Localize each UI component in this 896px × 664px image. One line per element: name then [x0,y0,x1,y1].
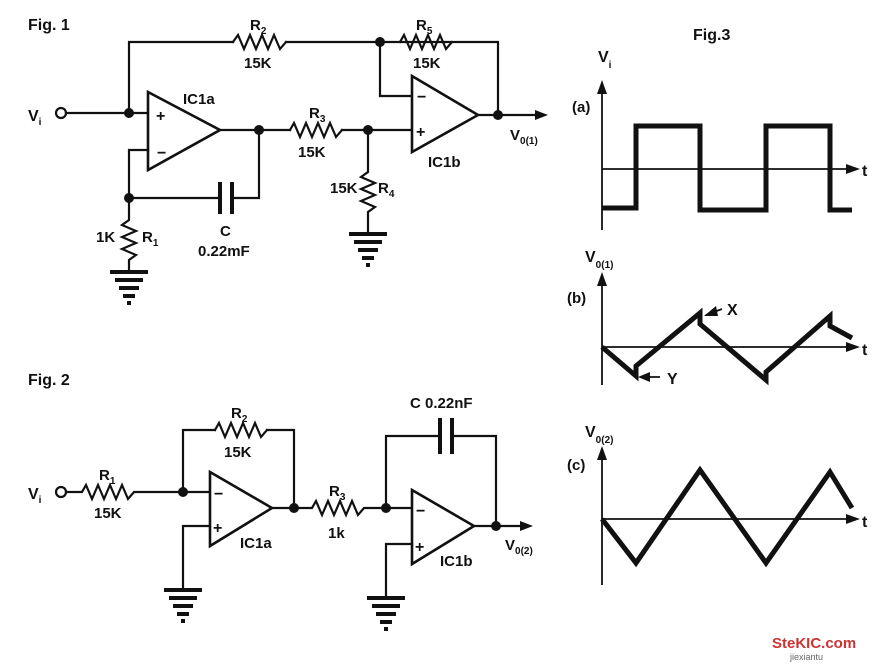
fig2-r2-value: 15K [224,444,252,461]
fig2-ic1a-plus: + [213,520,222,537]
fig1-r3-value: 15K [298,144,326,161]
fig1-r5-node-wire [378,40,414,98]
fig1-r1-value: 1K [96,229,115,246]
fig1-r5-value: 15K [413,55,441,72]
fig3c-label: (c) [567,457,585,474]
fig2-vout-label: V0(2) [505,537,533,557]
fig2-ground-1 [164,588,202,623]
fig3b-x-arrowhead [704,306,718,316]
fig1-input-terminal [54,106,68,120]
fig3c-triangle-wave [600,465,855,568]
fig3b-label: (b) [567,290,586,307]
fig2-c-label: C 0.22nF [410,395,473,412]
fig1-r1-label: R1 [142,229,159,249]
fig1-ic1a-minus: − [157,145,166,162]
fig1-r2-wire-right [284,40,500,117]
fig2-ground-2 [367,596,405,631]
fig3a-label: (a) [572,99,590,116]
fig1-ground-2 [349,232,387,267]
fig1-r3-resistor [288,120,344,140]
fig1-r2-resistor [231,32,288,52]
fig1-junctions [124,37,503,203]
fig2-r3-label: R3 [329,483,346,503]
fig2-ic1b-plus: + [415,539,424,556]
fig2-ic1b-gnd-wire [384,542,414,598]
fig2-r1-label: R1 [99,467,116,487]
fig3b-x-arrow [846,342,860,352]
fig2-ic1a-minus: − [214,486,223,503]
fig3b-y-mark: Y [667,371,678,388]
fig1-vout-label: V0(1) [510,127,538,147]
fig1-r1-resistor [119,196,139,274]
fig1-r5-label: R5 [416,17,433,37]
fig1-ic1b-minus: − [417,89,426,106]
fig2-r2-wire-left [181,428,217,494]
fig2-junctions [178,487,501,531]
fig1-r4-value: 15K [330,180,358,197]
fig1-ic1a-plus: + [156,108,165,125]
fig3b-x-mark: X [727,302,738,319]
fig1-c-value: 0.22mF [198,243,250,260]
fig3a-t-label: t [862,163,868,180]
fig3a-x-arrow [846,164,860,174]
fig3a-square-wave [602,123,852,213]
fig2-c-wire-left [384,434,440,510]
fig1-output-arrow [535,110,548,120]
fig2-c-wire-right [452,434,498,528]
fig3c-signal-label: V0(2) [585,424,613,446]
fig1-ic1a-label: IC1a [183,91,215,108]
fig2-r3-value: 1k [328,525,345,542]
fig2-ic1b-label: IC1b [440,553,473,570]
fig1-r4-resistor [358,128,378,234]
fig3c-y-arrow [597,446,607,460]
fig1-r5-resistor [398,32,454,52]
fig3b-y-arrowhead [638,372,650,382]
fig1-ic1b-plus: + [416,124,425,141]
fig2-vi-label: Vi [28,486,42,506]
fig2-title: Fig. 2 [28,372,70,389]
watermark-site: jiexiantu [789,652,823,662]
fig3a-y-arrow [597,80,607,94]
fig2-ic1a-label: IC1a [240,535,272,552]
fig1-ic1a-inv-wire [127,148,150,200]
fig1-vi-label: Vi [28,108,42,128]
fig1-r3-label: R3 [309,105,326,125]
fig2-output-arrow [520,521,533,531]
fig2-ic1a-opamp [208,469,275,549]
fig1-r4-label: R4 [378,180,395,200]
fig2-ic1b-opamp [410,487,477,567]
fig1-ground-1 [110,270,148,305]
fig1-r2-value: 15K [244,55,272,72]
fig2-r1-value: 15K [94,505,122,522]
fig2-r1-resistor [64,482,212,502]
fig1-r2-wire-left [127,40,235,115]
fig2-r2-wire-right [265,428,296,510]
fig3c-t-label: t [862,514,868,531]
fig1-ic1a-opamp [146,89,223,173]
fig3b-t-label: t [862,342,868,359]
fig3b-output-wave [600,307,854,386]
fig1-r2-label: R2 [250,17,267,37]
fig1-ic1b-opamp [410,73,481,155]
fig1-c-label: C [220,223,231,240]
watermark-brand: SteKIC.com [772,635,856,652]
fig3b-signal-label: V0(1) [585,249,613,271]
fig3b-y-arrow [597,272,607,286]
fig2-r2-resistor [213,420,269,440]
fig3a-signal-label: Vi [598,49,612,71]
fig2-r2-label: R2 [231,405,248,425]
fig1-ic1b-label: IC1b [428,154,461,171]
fig3-title: Fig.3 [693,27,730,44]
fig3c-x-arrow [846,514,860,524]
fig1-c-wire-right [232,128,261,200]
fig2-ic1a-gnd-wire [181,524,212,590]
fig2-input-terminal [54,485,68,499]
fig1-title: Fig. 1 [28,17,70,34]
fig2-ic1b-minus: − [416,503,425,520]
fig2-r3-resistor [270,498,414,518]
